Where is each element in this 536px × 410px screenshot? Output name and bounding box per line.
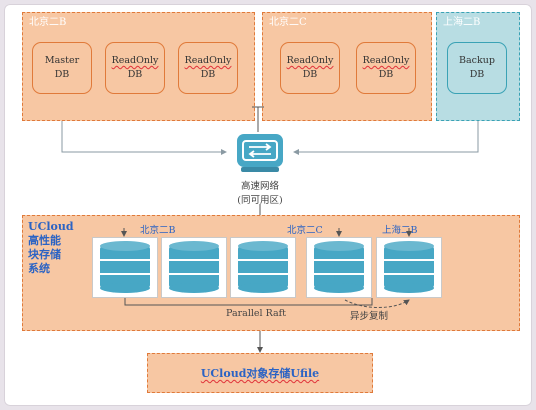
readonly-db-beijing-c-1: ReadOnly DB [280, 42, 340, 94]
backup-db-label: Backup [459, 55, 495, 66]
storage-disk-layer [99, 228, 435, 353]
backup-db: Backup DB [447, 42, 507, 94]
zone-beijing-c: 北京二C [262, 12, 432, 121]
storage-title-line2: 高性能 [28, 234, 61, 247]
zone-beijing-b: 北京二B [22, 12, 255, 121]
readonly-db-label: ReadOnly [184, 55, 232, 66]
link-middle-t [252, 106, 264, 132]
network-label-line2: (同可用区) [237, 195, 283, 206]
disk-stack-icon [237, 240, 289, 294]
storage-title-line3: 块存储 [28, 248, 61, 261]
parallel-raft-label: Parallel Raft [226, 308, 286, 319]
master-db-label: Master [44, 55, 80, 66]
readonly-db-type: DB [378, 69, 394, 80]
readonly-db-type: DB [302, 69, 318, 80]
link-shanghai-network [293, 121, 479, 155]
diagram-canvas: 北京二B 北京二C 上海二B Master DB ReadOnly DB Rea… [4, 4, 532, 406]
readonly-db-beijing-b-2: ReadOnly DB [178, 42, 238, 94]
readonly-db-label: ReadOnly [286, 55, 334, 66]
readonly-db-type: DB [127, 69, 143, 80]
zone-beijing-c-label: 北京二C [269, 17, 307, 28]
storage-title-line1: UCloud [28, 220, 74, 233]
network-label: 高速网络 (同可用区) [230, 178, 290, 206]
readonly-db-label: ReadOnly [362, 55, 410, 66]
disk-stack-icon [313, 240, 365, 294]
disk-stack-icon [99, 240, 151, 294]
storage-title: UCloud 高性能 块存储 系统 [28, 220, 74, 276]
link-beijing-b-network [61, 121, 227, 155]
master-db-type: DB [54, 69, 70, 80]
object-storage-label: UCloud对象存储Ufile [200, 367, 320, 380]
storage-zone-label-beijing-b: 北京二B [140, 225, 176, 236]
master-db: Master DB [32, 42, 92, 94]
zone-shanghai-b-label: 上海二B [443, 17, 481, 28]
disk-stack-icon [383, 240, 435, 294]
readonly-db-beijing-b-1: ReadOnly DB [105, 42, 165, 94]
disk-stack-icon [168, 240, 220, 294]
readonly-db-label: ReadOnly [111, 55, 159, 66]
zone-beijing-b-label: 北京二B [29, 17, 67, 28]
storage-zone-label-beijing-c: 北京二C [287, 225, 323, 236]
backup-db-type: DB [469, 69, 485, 80]
network-label-line1: 高速网络 [240, 181, 279, 192]
readonly-db-type: DB [200, 69, 216, 80]
object-storage-box: UCloud对象存储Ufile [147, 353, 373, 393]
readonly-db-beijing-c-2: ReadOnly DB [356, 42, 416, 94]
storage-title-line4: 系统 [28, 262, 50, 275]
async-copy-label: 异步复制 [350, 311, 389, 322]
network-switch-icon [237, 134, 283, 172]
storage-zone-label-shanghai-b: 上海二B [382, 225, 418, 236]
